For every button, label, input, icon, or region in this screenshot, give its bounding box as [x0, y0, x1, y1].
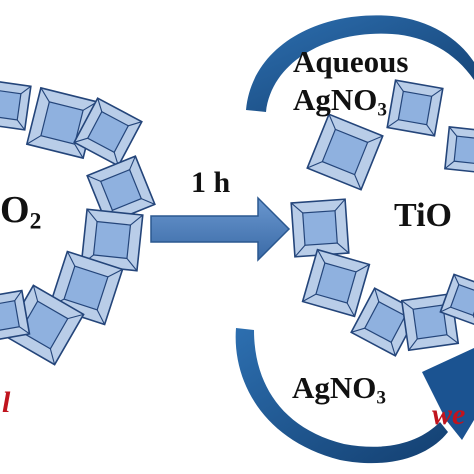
crystal-left-1	[0, 79, 32, 131]
aqueous-label-line2: AgNO3	[293, 82, 387, 121]
right-red-text-fragment: we	[432, 398, 466, 431]
left-red-text-fragment: l	[2, 386, 11, 419]
aqueous-label-line1: Aqueous	[293, 44, 409, 79]
right-tio2-label: TiO	[394, 197, 452, 234]
tio2-crystal-chain-right	[290, 79, 474, 357]
crystal-right-7	[444, 126, 474, 174]
crystal-left-3	[73, 97, 143, 167]
crystal-left-8	[0, 289, 31, 343]
process-arrow	[150, 196, 291, 262]
crystal-right-6	[386, 79, 444, 137]
tio2-crystal-chain-left	[0, 79, 156, 366]
cycle-arrow-bottom	[235, 328, 474, 464]
reaction-time-label: 1 h	[191, 166, 231, 199]
left-tio2-label: O2	[0, 189, 42, 235]
cycle-arrow-top	[246, 15, 474, 112]
agno3-bottom-label: AgNO3	[292, 370, 386, 409]
crystal-right-2	[290, 198, 350, 258]
crystal-right-3	[301, 248, 371, 318]
crystal-left-5	[80, 208, 144, 272]
crystal-right-1	[306, 113, 384, 191]
aqueous-agno3-label: Aqueous AgNO3	[293, 43, 408, 129]
